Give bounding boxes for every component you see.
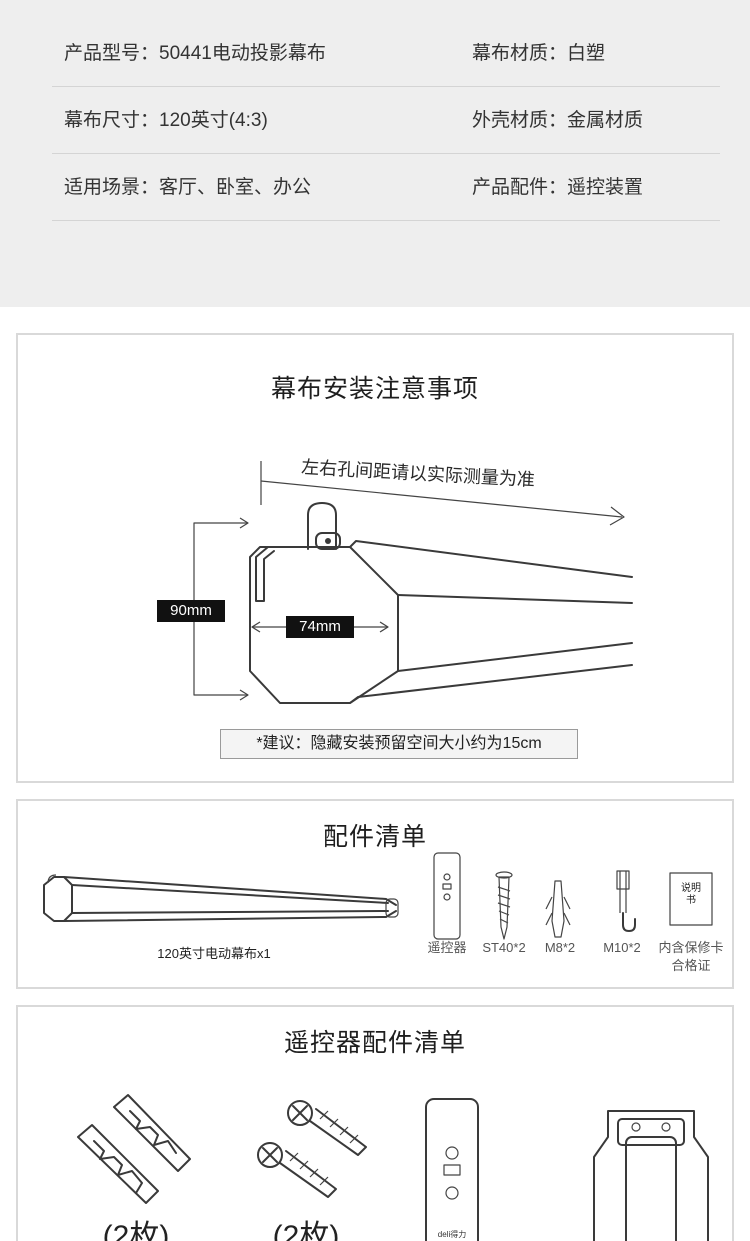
- spec-value: 白塑: [567, 43, 606, 64]
- spacing-arrow-line: [260, 480, 623, 518]
- screw-pair-icon: [257, 1100, 367, 1198]
- height-arrow-top: [239, 517, 249, 529]
- manual-booklet-icon: [669, 872, 713, 926]
- hook-screw: [325, 538, 331, 544]
- install-notes-panel: 幕布安装注意事项 左右孔间距请以实际测量为准 90mm 74mm *建议：隐藏安…: [16, 333, 734, 783]
- remote-brand-logo: deli得力: [437, 1230, 467, 1239]
- housing-end-octagon: [249, 546, 399, 704]
- wall-anchor-icon: [545, 880, 571, 938]
- height-arrow-bottom: [239, 689, 249, 701]
- remote-wall-holder-icon: [593, 1110, 709, 1241]
- spec-label: 外壳材质：: [472, 110, 568, 131]
- manual-label-1: 内含保修卡: [658, 940, 724, 955]
- spec-label: 适用场景：: [64, 177, 160, 198]
- spec-table: 产品型号：50441电动投影幕布 幕布材质：白塑 幕布尺寸：120英寸(4:3)…: [0, 0, 750, 307]
- screw-label: ST40*2: [482, 940, 526, 955]
- spec-value: 遥控装置: [567, 177, 644, 198]
- hook-clamp: [315, 532, 341, 550]
- spec-accessories: 产品配件：遥控装置: [472, 154, 643, 221]
- mount-hook: [307, 502, 337, 550]
- hook-bolt-icon: [616, 870, 636, 932]
- manual-label-2: 合格证: [671, 958, 711, 973]
- spec-model: 产品型号：50441电动投影幕布: [64, 20, 326, 87]
- install-notes-title: 幕布安装注意事项: [270, 375, 479, 403]
- screen-label: 120英寸电动幕布x1: [157, 946, 271, 961]
- anchor-label: M8*2: [544, 940, 576, 955]
- height-dimension-label: 90mm: [157, 600, 225, 622]
- width-arrow-left: [251, 621, 261, 633]
- spec-row: 产品型号：50441电动投影幕布 幕布材质：白塑: [52, 20, 720, 87]
- anchor-quantity: (2枚): [102, 1220, 170, 1241]
- remote-label: 遥控器: [427, 940, 467, 955]
- spec-value: 金属材质: [567, 110, 644, 131]
- remote-control-front-icon: [425, 1098, 479, 1241]
- housing-top-edge: [349, 540, 633, 578]
- spec-screen-material: 幕布材质：白塑: [472, 20, 605, 87]
- screw-quantity: (2枚): [272, 1220, 340, 1241]
- accessory-list-title: 配件清单: [322, 823, 427, 851]
- housing-bottom-edge: [349, 664, 633, 704]
- housing-cross-section-diagram: [193, 461, 633, 704]
- spec-shell-material: 外壳材质：金属材质: [472, 87, 643, 154]
- spec-row: 适用场景：客厅、卧室、办公 产品配件：遥控装置: [52, 154, 720, 221]
- spec-label: 产品型号：: [64, 43, 160, 64]
- spec-value: 50441电动投影幕布: [159, 43, 326, 64]
- width-dimension-label: 74mm: [286, 616, 354, 638]
- install-suggestion: *建议：隐藏安装预留空间大小约为15cm: [220, 729, 578, 759]
- accessory-illustrations: [43, 852, 713, 940]
- housing-lower-seam: [397, 642, 633, 672]
- spec-value: 客厅、卧室、办公: [159, 177, 312, 198]
- plastic-anchor-pair-icon: [77, 1094, 191, 1204]
- housing-upper-seam: [397, 594, 633, 604]
- screw-icon: [495, 871, 513, 940]
- width-arrow-right: [379, 621, 389, 633]
- housing-bracket-clip: [255, 546, 281, 602]
- manual-cover-text: 说明书: [681, 883, 701, 906]
- spec-scenarios: 适用场景：客厅、卧室、办公: [64, 154, 311, 221]
- spacing-arrow-head: [609, 506, 625, 526]
- remote-accessory-illustrations: [77, 1094, 709, 1241]
- accessory-list-panel: 配件清单: [16, 799, 734, 989]
- remote-accessory-panel: 遥控器配件清单: [16, 1005, 734, 1241]
- remote-accessory-title: 遥控器配件清单: [283, 1029, 466, 1057]
- spec-label: 产品配件：: [472, 177, 568, 198]
- projector-screen-illustration: [43, 874, 399, 922]
- spec-size: 幕布尺寸：120英寸(4:3): [64, 87, 268, 154]
- hook-label: M10*2: [603, 940, 641, 955]
- spec-label: 幕布材质：: [472, 43, 568, 64]
- spec-value: 120英寸(4:3): [159, 110, 268, 131]
- spec-label: 幕布尺寸：: [64, 110, 160, 131]
- remote-control-icon: [433, 852, 461, 940]
- spec-row: 幕布尺寸：120英寸(4:3) 外壳材质：金属材质: [52, 87, 720, 154]
